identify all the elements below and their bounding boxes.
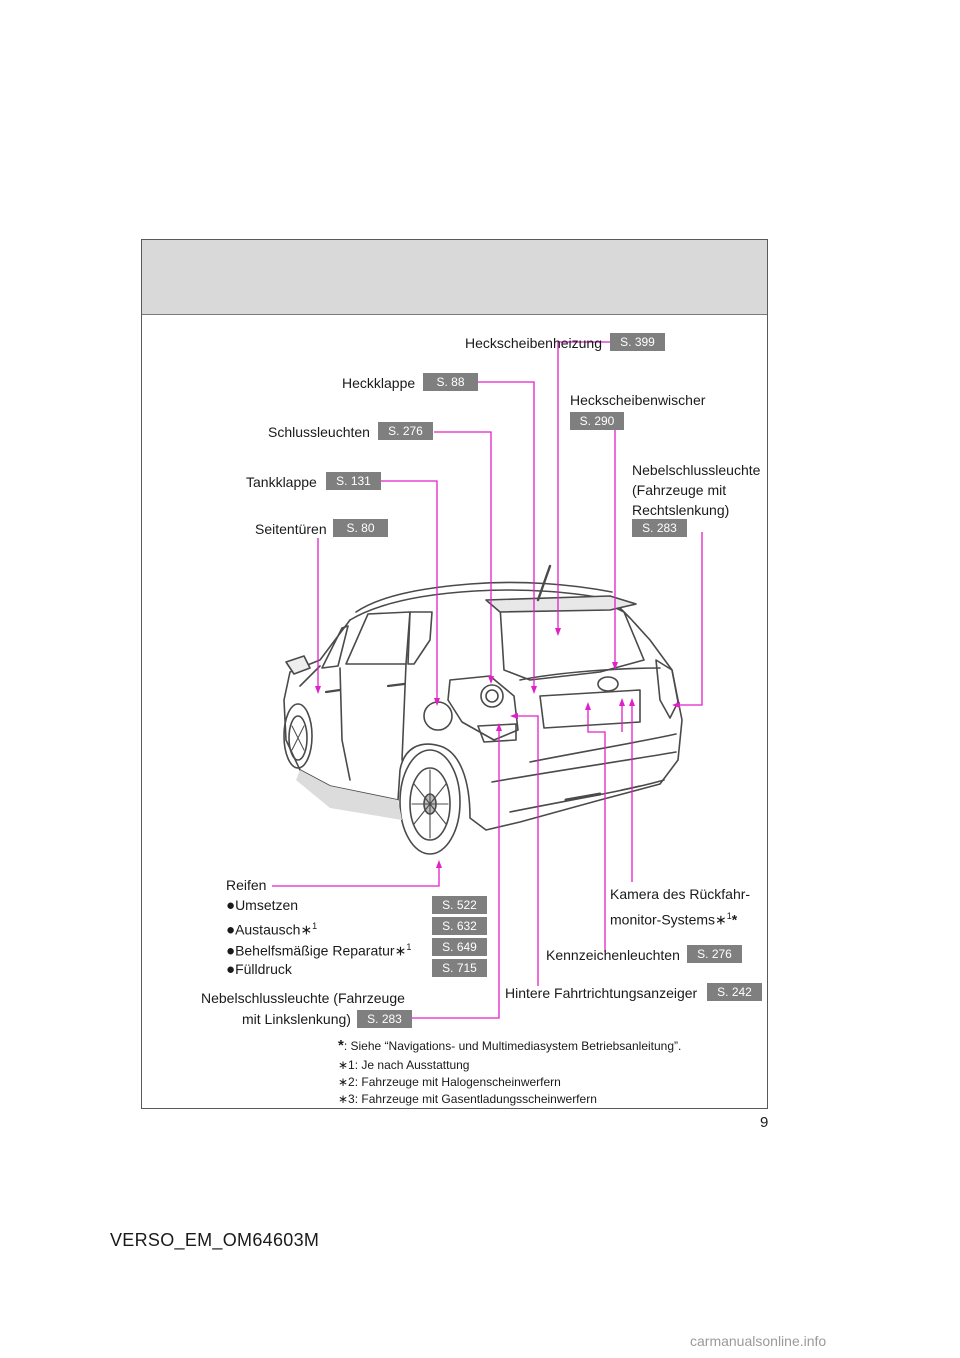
asterisk-star-icon: *: [731, 911, 738, 928]
asterisk-icon: ∗: [394, 942, 407, 959]
document-id: VERSO_EM_OM64603M: [110, 1230, 320, 1250]
label-reifen: Reifen: [226, 877, 267, 893]
label-nebelschluss-rechts-2: (Fahrzeuge mit: [632, 482, 727, 498]
page-badge-nebelschluss-rechts[interactable]: S. 283: [632, 519, 687, 537]
page-badge-nebelschluss-links[interactable]: S. 283: [357, 1010, 412, 1028]
asterisk-icon: ∗: [300, 921, 313, 938]
label-hintere-fahrtrichtungsanzeiger: Hintere Fahrtrichtungsanzeiger: [505, 985, 698, 1001]
label-kamera-1: Kamera des Rückfahr-: [610, 886, 751, 902]
reifen-item-behelfsmaessige-reparatur: ●Behelfsmäßige Reparatur∗1: [226, 942, 412, 960]
page-badge-kennzeichenleuchten[interactable]: S. 276: [687, 945, 742, 963]
bullet-icon: ●: [226, 961, 236, 978]
bullet-icon: ●: [226, 897, 236, 914]
page-badge-schlussleuchten[interactable]: S. 276: [378, 422, 433, 440]
page-badge-umsetzen[interactable]: S. 522: [432, 896, 487, 914]
leader-lines: [272, 341, 703, 1019]
page-badge-heckscheibenwischer[interactable]: S. 290: [570, 412, 624, 430]
page-badge-tankklappe[interactable]: S. 131: [326, 472, 381, 490]
footnote-1: ∗1: Je nach Ausstattung: [338, 1058, 470, 1072]
label-kennzeichenleuchten: Kennzeichenleuchten: [546, 947, 680, 963]
asterisk-icon: ∗: [715, 911, 727, 928]
label-heckscheibenwischer: Heckscheibenwischer: [570, 392, 706, 408]
label-tankklappe: Tankklappe: [246, 474, 317, 490]
page-badge-hintere-fahrtrichtungsanzeiger[interactable]: S. 242: [707, 983, 762, 1001]
page-badge-fuelldruck[interactable]: S. 715: [432, 959, 487, 977]
page-badge-heckscheibenheizung[interactable]: S. 399: [610, 333, 665, 351]
page-badge-heckklappe[interactable]: S. 88: [423, 373, 478, 391]
page-badge-seitentueren[interactable]: S. 80: [333, 519, 388, 537]
footnote-3: ∗3: Fahrzeuge mit Gasentladungsscheinwer…: [338, 1092, 597, 1106]
watermark: carmanualsonline.info: [690, 1333, 827, 1349]
label-nebelschluss-links-2: mit Linkslenkung): [242, 1011, 351, 1027]
label-nebelschluss-rechts-3: Rechtslenkung): [632, 502, 730, 518]
reifen-item-umsetzen: ●Umsetzen: [226, 897, 299, 914]
reifen-item-austausch: ●Austausch∗1: [226, 921, 318, 939]
header-band: [142, 240, 767, 315]
page-badge-austausch[interactable]: S. 632: [432, 917, 487, 935]
footnote-star: *: Siehe “Navigations- und Multimediasys…: [338, 1037, 682, 1054]
footnote-2: ∗2: Fahrzeuge mit Halogenscheinwerfern: [338, 1075, 561, 1089]
page-number: 9: [760, 1114, 769, 1131]
label-nebelschluss-rechts-1: Nebelschlussleuchte: [632, 462, 761, 478]
label-nebelschluss-links-1: Nebelschlussleuchte (Fahrzeuge: [201, 990, 405, 1006]
bullet-icon: ●: [226, 942, 236, 960]
label-kamera-2: monitor-Systems∗1*: [610, 911, 738, 928]
label-heckscheibenheizung: Heckscheibenheizung: [465, 335, 602, 351]
label-seitentueren: Seitentüren: [255, 521, 327, 537]
page-badge-behelfsmaessige-reparatur[interactable]: S. 649: [432, 938, 487, 956]
bullet-icon: ●: [226, 921, 236, 939]
diagram-frame: [141, 239, 768, 1109]
label-heckklappe: Heckklappe: [342, 375, 416, 391]
label-schlussleuchten: Schlussleuchten: [268, 424, 370, 440]
reifen-item-fuelldruck: ●Fülldruck: [226, 961, 292, 978]
